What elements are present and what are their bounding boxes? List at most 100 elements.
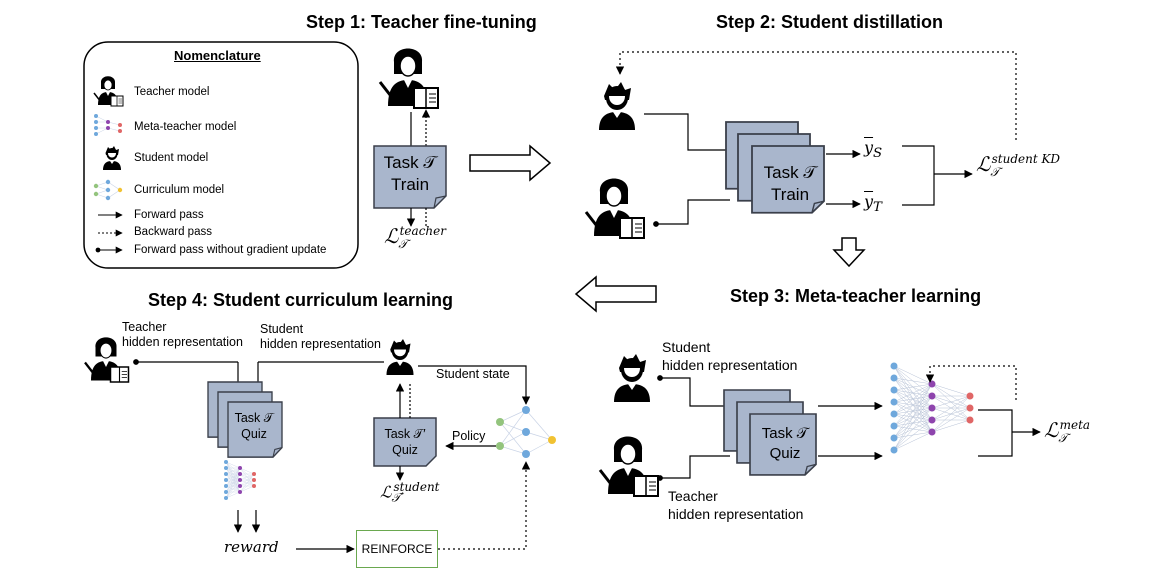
nom-label-no-grad: Forward pass without gradient update xyxy=(134,244,327,256)
network-node xyxy=(224,490,228,494)
network-edge xyxy=(931,395,971,409)
network-node xyxy=(928,416,936,424)
step4-title: Step 4: Student curriculum learning xyxy=(148,290,454,310)
network-node xyxy=(890,422,898,430)
step4-reinforce-box: REINFORCE xyxy=(356,530,438,568)
network-edge xyxy=(893,383,933,427)
step4-student-icon xyxy=(386,339,414,375)
network-edge xyxy=(931,395,971,433)
network-edge xyxy=(893,383,933,391)
step2-title: Step 2: Student distillation xyxy=(716,12,944,32)
network-edge xyxy=(893,431,933,451)
network-node xyxy=(224,496,228,500)
network-edge xyxy=(931,419,971,433)
network-node xyxy=(928,428,936,436)
network-edge xyxy=(225,467,241,475)
network-edge xyxy=(893,395,933,451)
step1-task-card xyxy=(373,145,447,209)
network-edge xyxy=(239,479,255,493)
network-edge xyxy=(893,383,933,439)
nom-label-curriculum: Curriculum model xyxy=(134,184,225,196)
network-edge xyxy=(239,485,255,493)
network-node xyxy=(966,404,974,412)
network-edge xyxy=(225,467,241,499)
step4-reinforce-update-arrow xyxy=(438,461,531,550)
network-node xyxy=(238,484,242,488)
network-edge xyxy=(225,479,241,499)
step3-teacher-icon xyxy=(598,435,660,498)
network-node xyxy=(238,478,242,482)
network-node xyxy=(224,472,228,476)
network-edge xyxy=(893,419,933,451)
network-edge xyxy=(239,467,255,475)
network-node xyxy=(224,466,228,470)
step4-quiz-prime-card xyxy=(373,417,437,467)
nom-label-teacher: Teacher model xyxy=(134,86,210,98)
network-node xyxy=(224,484,228,488)
step3-student-input-line xyxy=(657,375,730,407)
network-node xyxy=(238,466,242,470)
network-edge xyxy=(893,377,933,385)
network-node xyxy=(890,374,898,382)
nom-curriculum-icon xyxy=(93,179,123,201)
network-edge xyxy=(239,473,255,481)
network-node xyxy=(224,478,228,482)
nomenclature-title: Nomenclature xyxy=(174,48,261,63)
step4-student-state-label: Student state xyxy=(436,367,510,381)
network-edge xyxy=(893,365,933,385)
network-node xyxy=(252,484,256,488)
network-node xyxy=(966,416,974,424)
step1-to-step2-arrow xyxy=(469,144,552,182)
network-node xyxy=(890,434,898,442)
network-node xyxy=(928,404,936,412)
network-edge xyxy=(239,473,255,487)
network-edge xyxy=(225,461,241,469)
step2-y-student: yS xyxy=(864,138,883,162)
network-edge xyxy=(225,491,241,499)
network-node xyxy=(890,410,898,418)
network-node xyxy=(224,460,228,464)
nomenclature-box xyxy=(83,41,359,269)
step1-teacher-loss: ℒ𝒯teacher xyxy=(384,224,446,251)
nom-label-backward: Backward pass xyxy=(134,226,212,238)
step2-teacher-icon xyxy=(584,177,646,240)
step2-to-step3-arrow xyxy=(832,237,866,268)
step4-reward-label: reward xyxy=(224,538,279,556)
step3-meta-loss: ℒ𝒯meta xyxy=(1044,418,1091,445)
network-edge xyxy=(931,407,971,433)
step3-teacher-input-line xyxy=(657,455,730,481)
network-edge xyxy=(225,467,241,481)
step1-title: Step 1: Teacher fine-tuning xyxy=(306,12,537,32)
network-edge xyxy=(893,407,933,451)
nom-label-forward: Forward pass xyxy=(134,209,204,221)
network-node xyxy=(890,398,898,406)
network-node xyxy=(252,478,256,482)
step4-curriculum-network xyxy=(496,406,556,458)
network-edge xyxy=(225,467,241,487)
step2-y-teacher: yT xyxy=(864,192,882,216)
step4-policy-label: Policy xyxy=(452,429,486,443)
step2-teacher-input-line xyxy=(653,199,730,227)
step1-teacher-icon xyxy=(378,47,440,110)
nom-meta-teacher-icon xyxy=(94,114,122,136)
network-edge xyxy=(893,383,933,451)
step4-quiz-prime-text: Task 𝒯′Quiz xyxy=(384,427,426,457)
network-edge xyxy=(931,395,971,421)
step3-feedback-arrow xyxy=(925,365,1017,400)
step2-student-kd-loss: ℒ𝒯student KD xyxy=(976,152,1061,179)
step3-meta-teacher-network xyxy=(890,362,974,454)
step4-student-state-arrow xyxy=(418,365,531,405)
step4-student-loss: ℒ𝒯′student xyxy=(380,480,440,505)
step2-student-input-line xyxy=(644,113,730,151)
nom-label-meta-teacher: Meta-teacher model xyxy=(134,121,237,133)
network-node xyxy=(928,392,936,400)
network-node xyxy=(966,392,974,400)
